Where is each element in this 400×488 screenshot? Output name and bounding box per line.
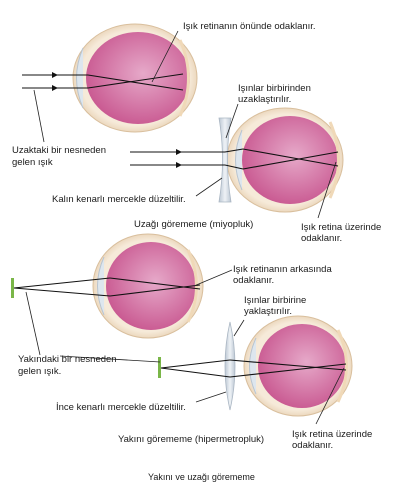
- rays-hyperopia-uncorrected: [13, 277, 201, 297]
- title-myopia: Uzağı görememe (miyopluk): [134, 219, 253, 230]
- label-focus-front: Işık retinanın önünde odaklanır.: [183, 21, 316, 32]
- cornea-icon: [76, 47, 84, 109]
- near-object-bar-corrected: [158, 357, 161, 378]
- label-myopia-focus-on-2: odaklanır.: [301, 233, 342, 244]
- label-rays-converge-1: Işınlar birbirine: [244, 295, 306, 306]
- eye-myopia-uncorrected: [72, 23, 198, 133]
- label-hyperopia-focus-on-1: Işık retina üzerinde: [292, 429, 372, 440]
- eye-myopia-corrected: [226, 107, 344, 213]
- label-focus-behind-1: Işık retinanın arkasında: [233, 264, 332, 275]
- label-rays-diverge-1: Işınlar birbirinden: [238, 83, 311, 94]
- label-rays-converge-2: yaklaştırılır.: [244, 306, 292, 317]
- label-near-object-1: Yakındaki bir nesneden: [18, 354, 117, 365]
- label-myopia-focus-on-1: Işık retina üzerinde: [301, 222, 381, 233]
- label-near-object-2: gelen ışık.: [18, 366, 61, 377]
- label-rays-diverge-2: uzaklaştırılır.: [238, 94, 291, 105]
- rays-myopia-uncorrected: [22, 72, 184, 91]
- rays-myopia-corrected: [130, 148, 339, 170]
- label-myopia-corrected: Kalın kenarlı mercekle düzeltilir.: [52, 194, 186, 205]
- label-hyperopia-corrected: İnce kenarlı mercekle düzeltilir.: [56, 402, 186, 413]
- cornea-icon: [249, 337, 257, 395]
- title-hyperopia: Yakını görememe (hipermetropluk): [118, 434, 264, 445]
- label-far-object-2: gelen ışık: [12, 157, 53, 168]
- convex-lens: [224, 321, 236, 411]
- cornea-icon: [235, 129, 243, 191]
- label-focus-behind-2: odaklanır.: [233, 275, 274, 286]
- label-far-object-1: Uzaktaki bir nesneden: [12, 145, 106, 156]
- near-object-bar: [11, 278, 14, 298]
- rays-hyperopia-corrected: [160, 359, 347, 378]
- figure-caption: Yakını ve uzağı görememe: [148, 472, 255, 482]
- label-hyperopia-focus-on-2: odaklanır.: [292, 440, 333, 451]
- eye-hyperopia-uncorrected: [92, 233, 204, 339]
- cornea-icon: [97, 256, 105, 316]
- concave-lens: [218, 117, 232, 203]
